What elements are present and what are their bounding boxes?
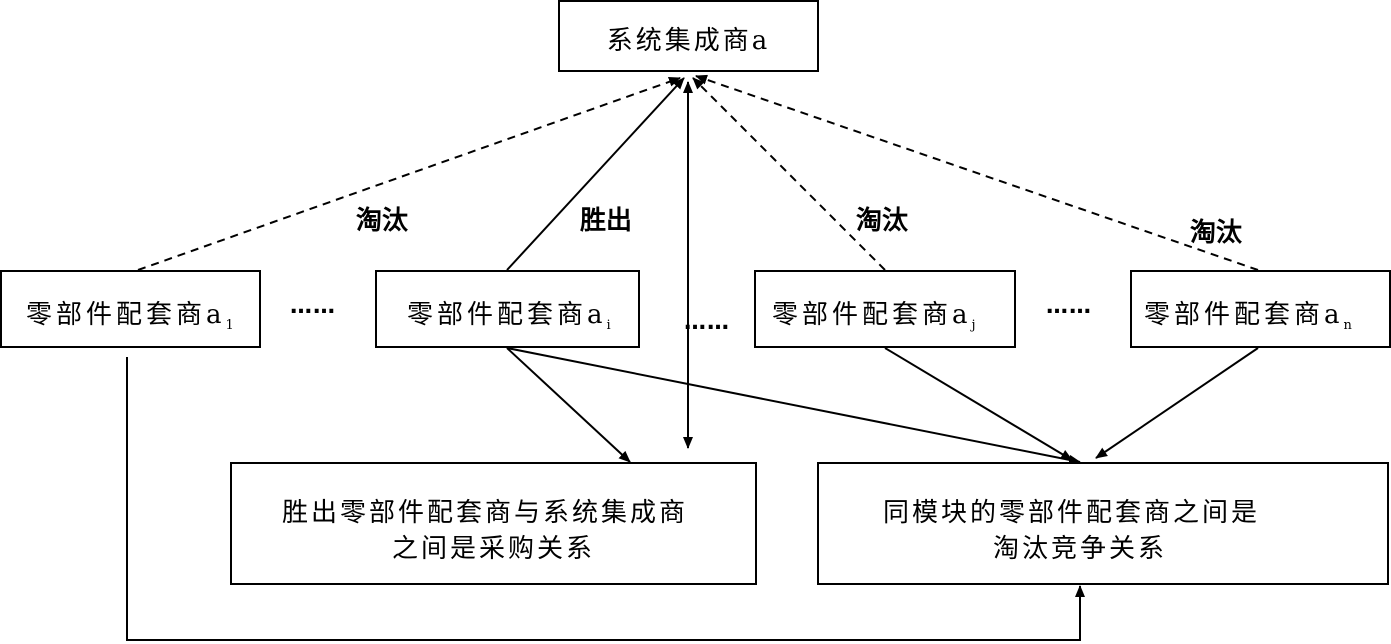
purchase-relation-line2: 之间是采购关系	[392, 534, 596, 564]
supplier-box-ai: 零部件配套商ai	[375, 270, 640, 348]
supplier-label-ai: 零部件配套商ai	[407, 300, 611, 333]
ai-to-purchase-arrow	[506, 347, 631, 463]
eliminate-arrow-aj	[692, 77, 886, 271]
integrator-box: 系统集成商a	[558, 0, 819, 72]
ellipsis-1: ……	[290, 294, 336, 319]
ai-to-compete-arrow	[506, 347, 1081, 465]
compete-relation-line2: 淘汰竞争关系	[993, 534, 1168, 564]
a1-to-compete-arrow	[126, 357, 1085, 641]
ellipsis-3: ……	[1046, 294, 1092, 319]
supplier-label-aj: 零部件配套商aj	[772, 300, 976, 333]
edge-label-win: 胜出	[580, 206, 633, 236]
edge-label-eliminate-3: 淘汰	[1190, 218, 1243, 248]
supplier-label-a1: 零部件配套商a1	[26, 300, 234, 333]
compete-relation-box: 同模块的零部件配套商之间是 淘汰竞争关系	[817, 462, 1389, 585]
supplier-box-aj: 零部件配套商aj	[754, 270, 1016, 348]
edge-label-eliminate-2: 淘汰	[856, 206, 909, 236]
win-arrow-ai	[506, 77, 685, 271]
supplier-box-an: 零部件配套商an	[1130, 270, 1391, 348]
ellipsis-2: ……	[684, 310, 730, 335]
eliminate-arrow-a1	[137, 76, 681, 271]
purchase-relation-line1: 胜出零部件配套商与系统集成商	[282, 498, 689, 528]
supplier-label-an: 零部件配套商an	[1144, 300, 1352, 333]
purchase-relation-box: 胜出零部件配套商与系统集成商 之间是采购关系	[230, 462, 757, 585]
aj-to-compete-arrow	[884, 347, 1073, 461]
integrator-label: 系统集成商a	[606, 26, 771, 56]
supplier-box-a1: 零部件配套商a1	[0, 270, 261, 348]
compete-relation-line1: 同模块的零部件配套商之间是	[883, 498, 1261, 528]
an-to-compete-arrow	[1095, 347, 1259, 459]
eliminate-arrow-an	[695, 74, 1259, 271]
edge-label-eliminate-1: 淘汰	[356, 206, 409, 236]
